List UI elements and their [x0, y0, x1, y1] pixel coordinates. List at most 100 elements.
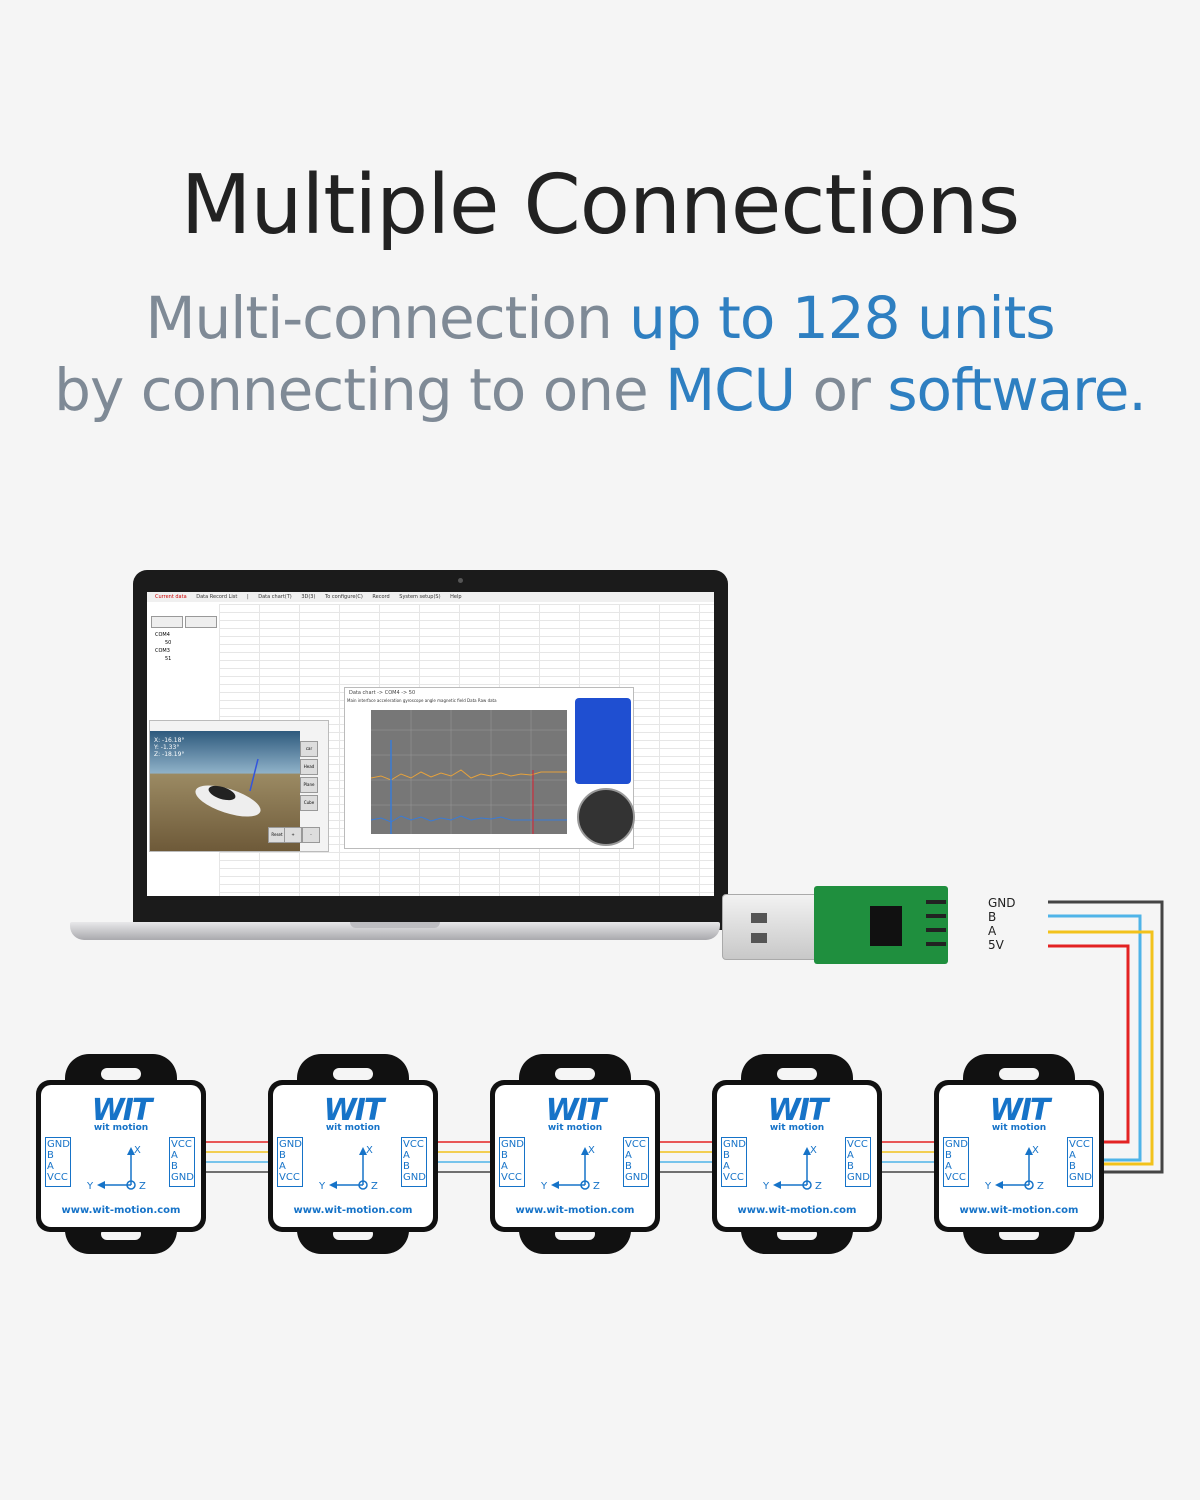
- tree-node-device[interactable]: 51: [165, 656, 172, 662]
- pin-label: VCC: [279, 1172, 300, 1183]
- laptop-base: [70, 922, 720, 940]
- page-title: Multiple Connections: [180, 158, 1020, 253]
- tree-node-com3[interactable]: COM3: [155, 648, 170, 654]
- axis-diagram: X Y Z: [761, 1143, 841, 1193]
- menu-item[interactable]: Current data: [155, 594, 187, 600]
- view-car-button[interactable]: car: [300, 741, 318, 757]
- wit-logo: WIT: [767, 1093, 829, 1128]
- wit-logo: WIT: [91, 1093, 153, 1128]
- pin-label: GND: [47, 1139, 70, 1150]
- pin: [926, 900, 946, 904]
- pin-label: B: [501, 1150, 508, 1161]
- pin-label: A: [847, 1150, 854, 1161]
- pin-label: VCC: [723, 1172, 744, 1183]
- menu-item[interactable]: Data chart(T): [258, 594, 292, 600]
- wire-labels: GND B A 5V: [988, 896, 1016, 952]
- subtitle-highlight: up to 128 units: [629, 284, 1055, 352]
- axis-arrows-icon: X Y Z: [984, 1145, 1044, 1192]
- chart-tabs[interactable]: Main interface acceleration gyroscope an…: [347, 698, 497, 703]
- plot-lines: [371, 710, 567, 834]
- window-titlebar: [150, 721, 328, 731]
- wit-logo: WIT: [545, 1093, 607, 1128]
- mount-hole: [555, 1068, 595, 1080]
- menu-item[interactable]: System setup(S): [399, 594, 441, 600]
- subtitle-line-2: by connecting to one MCU or software.: [0, 356, 1200, 424]
- pin-label: GND: [723, 1139, 746, 1150]
- 3d-view-window: X: -16.18° Y: -1.33° Z: -18.19° car Head…: [149, 720, 329, 852]
- adapter-board: [814, 886, 948, 964]
- axis-diagram: X Y Z: [983, 1143, 1063, 1193]
- website-url: www.wit-motion.com: [959, 1205, 1079, 1216]
- pin-label: GND: [945, 1139, 968, 1150]
- tree-button[interactable]: [185, 616, 217, 628]
- axis-x-label: X: [134, 1145, 141, 1156]
- subtitle-text: by connecting to one: [54, 356, 666, 424]
- subtitle-text: or: [795, 356, 888, 424]
- pin-label: B: [723, 1150, 730, 1161]
- pin-label: GND: [501, 1139, 524, 1150]
- view-plane-button[interactable]: Plane: [300, 777, 318, 793]
- zoom-out-button[interactable]: -: [302, 827, 320, 843]
- zoom-in-button[interactable]: +: [284, 827, 302, 843]
- subtitle-highlight: software.: [887, 356, 1147, 424]
- axis-diagram: X Y Z: [317, 1143, 397, 1193]
- pin-label: GND: [1069, 1172, 1092, 1183]
- pin-label: VCC: [171, 1139, 192, 1150]
- brand-text: wit motion: [769, 1123, 825, 1133]
- readout-z: Z: -18.19°: [154, 751, 185, 758]
- tree-button[interactable]: [151, 616, 183, 628]
- axis-arrows-icon: X Y Z: [540, 1145, 600, 1192]
- pin-label: B: [945, 1150, 952, 1161]
- pin-label: GND: [279, 1139, 302, 1150]
- brand-text: wit motion: [547, 1123, 603, 1133]
- menu-item[interactable]: Help: [450, 594, 462, 600]
- subtitle-line-1: Multi-connection up to 128 units: [0, 284, 1200, 352]
- pin-label: VCC: [403, 1139, 424, 1150]
- pin-label: GND: [403, 1172, 426, 1183]
- tree-node-com4[interactable]: COM4: [155, 632, 170, 638]
- menu-item[interactable]: 3D(3): [301, 594, 316, 600]
- pin-label: VCC: [945, 1172, 966, 1183]
- menu-item[interactable]: Data Record List: [196, 594, 238, 600]
- website-url: www.wit-motion.com: [515, 1205, 635, 1216]
- usb-plug: [722, 894, 826, 960]
- axis-arrows-icon: X Y Z: [762, 1145, 822, 1192]
- pin: [926, 942, 946, 946]
- mount-hole: [999, 1068, 1039, 1080]
- axis-arrows-icon: X Y Z: [86, 1145, 146, 1192]
- data-chart-window: Data chart -> COM4 -> 50 Main interface …: [344, 687, 635, 849]
- wit-logo: WIT: [323, 1093, 385, 1128]
- pin: [926, 914, 946, 918]
- angle-readout: X: -16.18° Y: -1.33° Z: -18.19°: [154, 737, 184, 758]
- menu-item[interactable]: To configure(C): [325, 594, 363, 600]
- tree-node-device[interactable]: 50: [165, 640, 172, 646]
- readout-x: X: -16.18°: [154, 737, 185, 744]
- pin-label: B: [171, 1161, 178, 1172]
- view-head-button[interactable]: Head: [300, 759, 318, 775]
- plug-hole: [751, 933, 767, 943]
- website-url: www.wit-motion.com: [61, 1205, 181, 1216]
- axis-z-label: Z: [593, 1181, 600, 1192]
- pin-label: B: [279, 1150, 286, 1161]
- axis-x-label: X: [588, 1145, 595, 1156]
- website-url: www.wit-motion.com: [293, 1205, 413, 1216]
- pin-label: A: [1069, 1150, 1076, 1161]
- menu-item[interactable]: Record: [372, 594, 390, 600]
- pin-label: VCC: [501, 1172, 522, 1183]
- menu-bar: Current data Data Record List | Data cha…: [147, 592, 714, 602]
- view-cube-button[interactable]: Cube: [300, 795, 318, 811]
- pin: [926, 928, 946, 932]
- pin-label: A: [501, 1161, 508, 1172]
- wire-label-gnd: GND: [988, 896, 1016, 910]
